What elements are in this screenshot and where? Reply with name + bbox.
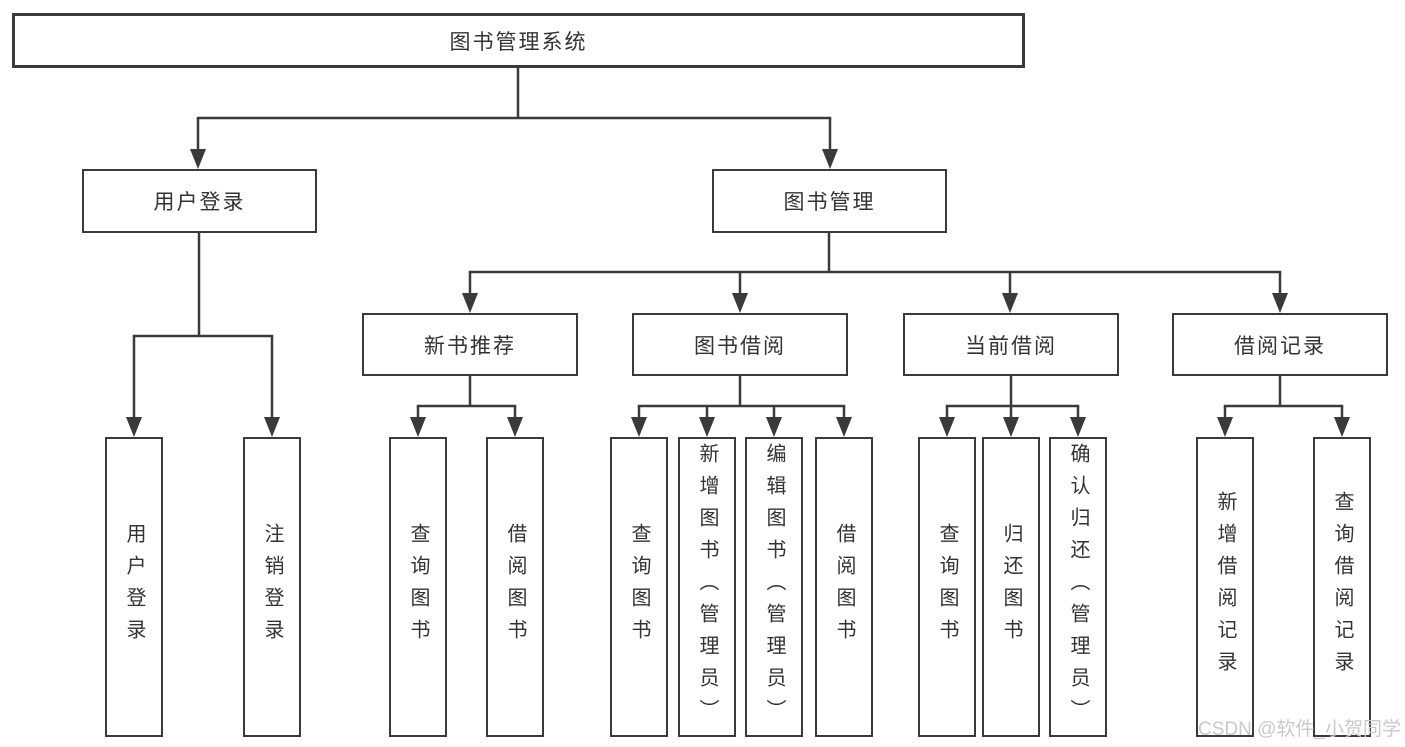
node-label: 当前借阅 (965, 334, 1057, 358)
node-label: 查询借阅记录 (1331, 491, 1353, 683)
node-label: 注销登录 (261, 523, 283, 651)
leaf-logout: 注销登录 (243, 437, 301, 737)
node-new-book-recommend: 新书推荐 (362, 313, 578, 376)
leaf-user-login: 用户登录 (105, 437, 163, 737)
node-label: 借阅图书 (833, 523, 855, 651)
leaf-edit-books-admin: 编辑图书（管理员） (745, 437, 803, 737)
leaf-confirm-return-admin: 确认归还（管理员） (1049, 437, 1107, 737)
node-label: 用户登录 (123, 523, 145, 651)
node-label: 查询图书 (936, 523, 958, 651)
node-book-borrowing: 图书借阅 (632, 313, 848, 376)
node-label: 新增借阅记录 (1214, 491, 1236, 683)
leaf-query-books-current: 查询图书 (918, 437, 976, 737)
node-label: 归还图书 (1000, 523, 1022, 651)
node-label: 确认归还（管理员） (1067, 443, 1089, 731)
leaf-query-books-recommend: 查询图书 (389, 437, 447, 737)
node-user-login: 用户登录 (82, 169, 317, 233)
leaf-borrow-books: 借阅图书 (815, 437, 873, 737)
csdn-watermark: CSDN @软件_小贺同学 (1198, 719, 1401, 740)
leaf-add-books-admin: 新增图书（管理员） (678, 437, 736, 737)
node-label: 新书推荐 (424, 334, 516, 358)
node-label: 编辑图书（管理员） (763, 443, 785, 731)
node-label: 图书借阅 (694, 334, 786, 358)
node-label: 图书管理 (783, 191, 876, 214)
leaf-query-books-borrowing: 查询图书 (610, 437, 668, 737)
node-label: 查询图书 (407, 523, 429, 651)
node-label: 查询图书 (628, 523, 650, 651)
node-label: 新增图书（管理员） (696, 443, 718, 731)
node-label: 借阅图书 (504, 523, 526, 651)
node-label: 用户登录 (153, 191, 246, 214)
leaf-return-books: 归还图书 (982, 437, 1040, 737)
node-borrowing-records: 借阅记录 (1172, 313, 1388, 376)
node-label: 借阅记录 (1234, 334, 1326, 358)
node-current-borrowing: 当前借阅 (903, 313, 1119, 376)
leaf-borrow-books-recommend: 借阅图书 (486, 437, 544, 737)
node-library-management-system: 图书管理系统 (12, 13, 1025, 68)
node-label: 图书管理系统 (449, 30, 588, 54)
node-book-management: 图书管理 (712, 169, 947, 233)
leaf-add-borrow-record: 新增借阅记录 (1196, 437, 1254, 737)
leaf-query-borrow-record: 查询借阅记录 (1313, 437, 1371, 737)
